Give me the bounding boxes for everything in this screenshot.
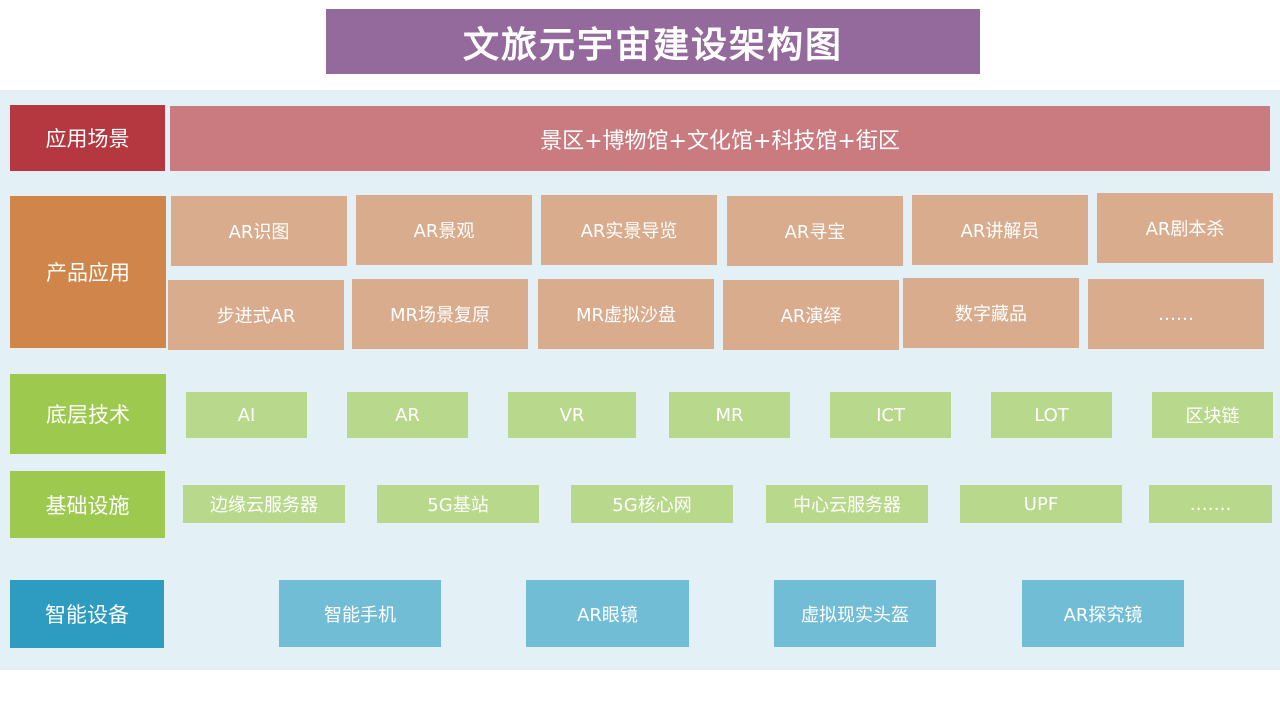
layer-item: 智能手机 xyxy=(279,580,441,647)
layer-item: AR寻宝 xyxy=(727,196,903,266)
layer-item: UPF xyxy=(960,485,1122,523)
layer-item: AR剧本杀 xyxy=(1097,193,1273,263)
layer-item: AR识图 xyxy=(171,196,347,266)
layer-item: ICT xyxy=(830,392,951,438)
layer-item: 5G基站 xyxy=(377,485,539,523)
layer-item: AR讲解员 xyxy=(912,195,1088,265)
layer-label-product: 产品应用 xyxy=(10,196,166,348)
layer-item: 中心云服务器 xyxy=(766,485,928,523)
page-title: 文旅元宇宙建设架构图 xyxy=(326,9,980,74)
layer-item: 数字藏品 xyxy=(903,278,1079,348)
layer-item: AI xyxy=(186,392,307,438)
layer-item: …… xyxy=(1088,279,1264,349)
diagram-panel xyxy=(0,90,1280,670)
layer-item: 区块链 xyxy=(1152,392,1273,438)
layer-item: AR探究镜 xyxy=(1022,580,1184,647)
layer-item: AR xyxy=(347,392,468,438)
layer-item: 边缘云服务器 xyxy=(183,485,345,523)
layer-item: LOT xyxy=(991,392,1112,438)
layer-item: 虚拟现实头盔 xyxy=(774,580,936,647)
scene-content: 景区+博物馆+文化馆+科技馆+街区 xyxy=(170,106,1270,171)
layer-item: MR xyxy=(669,392,790,438)
layer-item: 5G核心网 xyxy=(571,485,733,523)
layer-label-scene: 应用场景 xyxy=(10,105,165,171)
layer-item: ……. xyxy=(1149,485,1272,523)
layer-label-tech: 底层技术 xyxy=(10,374,166,454)
layer-label-device: 智能设备 xyxy=(10,580,164,648)
layer-item: MR虚拟沙盘 xyxy=(538,279,714,349)
layer-item: AR演绎 xyxy=(723,280,899,350)
layer-item: AR眼镜 xyxy=(526,580,689,647)
layer-label-infra: 基础设施 xyxy=(10,471,165,538)
layer-item: VR xyxy=(508,392,636,438)
layer-item: AR实景导览 xyxy=(541,195,717,265)
layer-item: 步进式AR xyxy=(168,280,344,350)
layer-item: MR场景复原 xyxy=(352,279,528,349)
layer-item: AR景观 xyxy=(356,195,532,265)
